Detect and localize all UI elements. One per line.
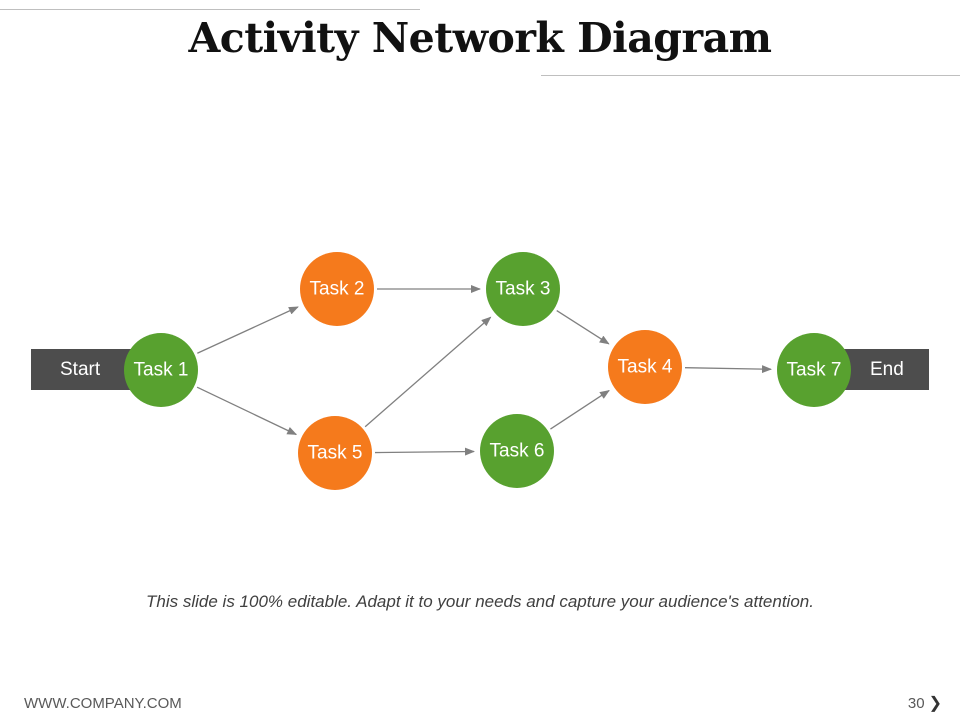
node-circle-task3 <box>486 252 560 326</box>
node-label-task6: Task 6 <box>490 441 545 462</box>
node-circle-task4 <box>608 330 682 404</box>
node-task2: Task 2 <box>300 252 374 326</box>
page-number: 30 <box>907 695 925 712</box>
node-label-task4: Task 4 <box>618 357 673 378</box>
node-label-task7: Task 7 <box>787 360 842 381</box>
node-label-task2: Task 2 <box>310 279 365 300</box>
node-label-task1: Task 1 <box>134 360 189 381</box>
title-underline <box>541 75 960 76</box>
arrow-task3-to-task4 <box>556 309 610 345</box>
node-circle-task2 <box>300 252 374 326</box>
start-bar: Start <box>31 349 141 390</box>
start-label: Start <box>60 359 101 380</box>
arrow-task4-to-task7 <box>684 365 773 374</box>
node-label-task3: Task 3 <box>496 279 551 300</box>
arrow-task1-to-task2 <box>197 306 299 354</box>
node-task6: Task 6 <box>480 414 554 488</box>
arrow-task6-to-task4 <box>550 390 610 430</box>
node-label-task5: Task 5 <box>308 443 363 464</box>
arrow-task5-to-task6 <box>374 447 476 456</box>
node-circle-task7 <box>777 333 851 407</box>
node-task1: Task 1 <box>124 333 198 407</box>
node-task4: Task 4 <box>608 330 682 404</box>
node-task7: Task 7 <box>777 333 851 407</box>
node-task3: Task 3 <box>486 252 560 326</box>
chevron-right-icon[interactable]: ❯ <box>928 695 942 712</box>
end-label: End <box>870 359 904 380</box>
footer-website: WWW.COMPANY.COM <box>24 695 182 712</box>
arrow-task1-to-task5 <box>196 386 298 436</box>
node-task5: Task 5 <box>298 416 372 490</box>
node-circle-task6 <box>480 414 554 488</box>
page-title: Activity Network Diagram <box>188 14 772 62</box>
top-divider-line <box>0 9 420 10</box>
node-circle-task1 <box>124 333 198 407</box>
slide-caption: This slide is 100% editable. Adapt it to… <box>146 592 814 611</box>
arrow-task5-to-task3 <box>364 316 492 428</box>
node-circle-task5 <box>298 416 372 490</box>
footer-page: 30❯ <box>908 693 942 713</box>
